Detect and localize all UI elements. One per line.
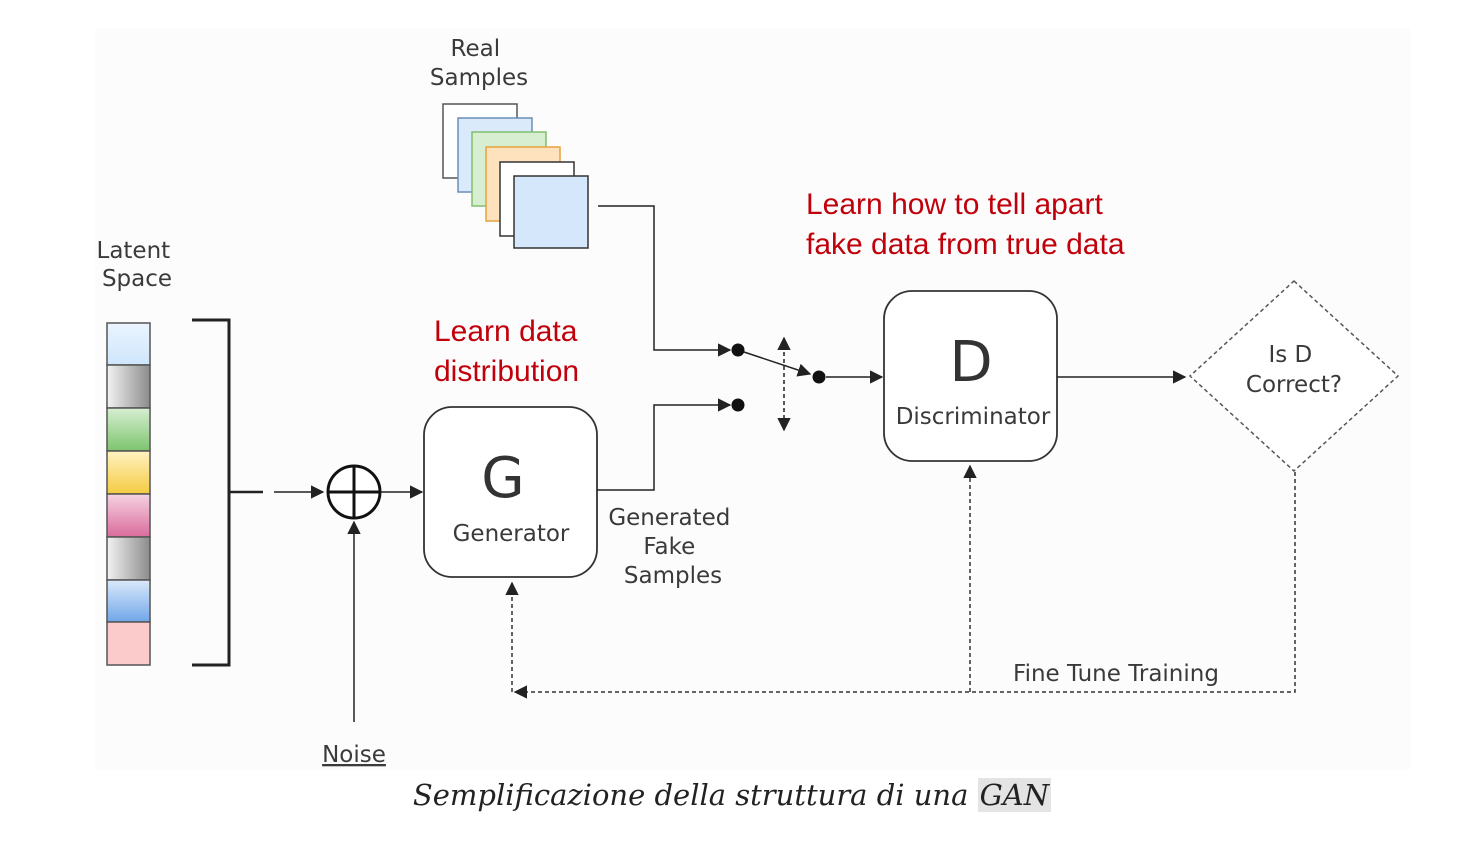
- caption-highlight: GAN: [977, 778, 1052, 812]
- latent-bracket: [192, 318, 231, 667]
- fine-tune-label: Fine Tune Training: [1013, 661, 1219, 687]
- fake-samples-connector: [597, 398, 732, 491]
- generator-box: [423, 406, 598, 578]
- discriminator-letter: D: [949, 330, 992, 395]
- gan-diagram: Real Samples Latent Space Noise Learn da…: [97, 36, 1400, 768]
- generator-label: Generator: [453, 521, 570, 547]
- switch-icon: [731, 336, 826, 432]
- fine-tune-feedback-line: [513, 472, 1296, 699]
- decision-label: Is D Correct?: [1246, 342, 1342, 398]
- generated-fake-samples-label: Generated Fake Samples: [608, 505, 737, 589]
- latent-vector: [106, 322, 151, 666]
- caption-text: Semplificazione della struttura di una: [412, 778, 969, 812]
- real-samples-stack: [442, 103, 589, 249]
- discriminator-box: [883, 290, 1058, 462]
- latent-space-label: Latent Space: [97, 238, 178, 292]
- discriminator-goal-text: Learn how to tell apart fake data from t…: [806, 188, 1125, 261]
- discriminator-label: Discriminator: [896, 404, 1051, 430]
- diagram-background: [95, 28, 1410, 770]
- real-samples-connector: [598, 205, 732, 357]
- sum-operator-icon: [326, 464, 382, 520]
- generator-goal-text: Learn data distribution: [434, 315, 586, 388]
- noise-label: Noise: [322, 742, 386, 768]
- real-samples-label: Real Samples: [430, 36, 528, 91]
- generator-letter: G: [481, 446, 524, 511]
- decision-diamond: [1188, 279, 1400, 473]
- figure-caption: Semplificazione della struttura di una G…: [0, 778, 1464, 812]
